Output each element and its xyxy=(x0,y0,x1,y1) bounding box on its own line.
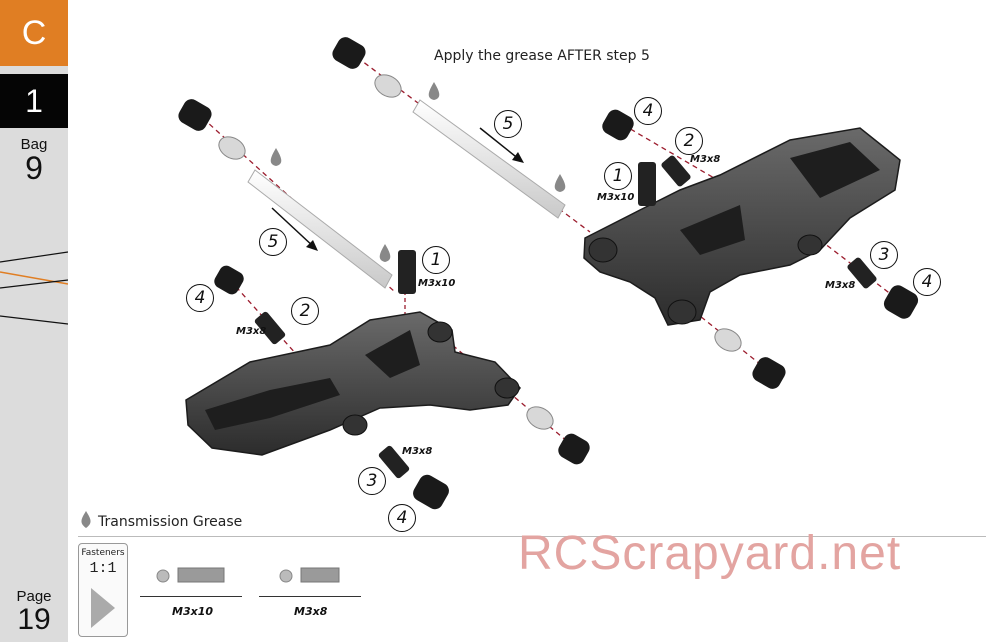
fastener-m3x10-icon xyxy=(156,567,225,583)
left-callout-4a: 4 xyxy=(186,284,214,312)
left-hinge-pin xyxy=(247,169,393,289)
right-hinge-pin xyxy=(412,99,566,219)
right-nut-hinge xyxy=(602,109,634,141)
right-setscrew-m3x8-b xyxy=(847,257,877,289)
right-setscrew-m3x8-a xyxy=(661,155,691,187)
fastener-m3x8-icon xyxy=(279,567,340,583)
play-triangle-icon xyxy=(91,588,115,628)
left-setscrew-m3x8-a xyxy=(254,311,286,345)
right-spacer-top xyxy=(374,74,402,98)
right-setscrew-m3x10 xyxy=(638,162,656,206)
left-callout-4b: 4 xyxy=(388,504,416,532)
right-nut-bottom xyxy=(752,357,786,389)
left-arm-assembly xyxy=(178,99,590,510)
instruction-note: Apply the grease AFTER step 5 xyxy=(434,48,650,64)
right-callout-4b: 4 xyxy=(913,268,941,296)
right-callout-4a: 4 xyxy=(634,97,662,125)
left-spacer-top xyxy=(218,136,246,160)
watermark: RCScrapyard.net xyxy=(518,527,902,580)
fastener-m3x8-label: M3x8 xyxy=(294,605,328,618)
right-label-m3x8-b: M3x8 xyxy=(825,280,856,291)
right-insert-arrow xyxy=(479,127,521,161)
left-arm-inner-bushing xyxy=(427,321,453,343)
right-arm-assembly xyxy=(332,37,919,389)
sidebar-decor-lines xyxy=(0,251,68,325)
left-nut-hinge xyxy=(214,265,244,295)
right-grease-drop-2 xyxy=(554,174,566,192)
left-spacer-outer xyxy=(526,406,554,430)
left-arm-center-cutout xyxy=(365,330,420,378)
right-grease-drop-1 xyxy=(428,82,440,100)
exploded-assembly-diagram xyxy=(178,37,919,510)
right-insert-arrowhead xyxy=(512,152,524,163)
left-nut-outer xyxy=(558,433,590,465)
left-arm-outer-bushing xyxy=(494,377,520,399)
fastener-m3x10-label: M3x10 xyxy=(172,605,214,618)
right-nut-outer xyxy=(883,285,919,319)
right-callout-3: 3 xyxy=(870,241,898,269)
left-callout-1: 1 xyxy=(422,246,450,274)
right-arm-outer-bushing xyxy=(667,299,697,325)
right-callout-1: 1 xyxy=(604,162,632,190)
left-grease-drop-1 xyxy=(270,148,282,166)
left-arm-hinge-bushing xyxy=(342,414,368,436)
fasteners-title: Fasteners xyxy=(81,548,125,558)
legend-divider xyxy=(78,536,986,537)
left-grease-drop-2 xyxy=(379,244,391,262)
left-setscrew-m3x8-b xyxy=(378,445,410,479)
right-callout-2: 2 xyxy=(675,127,703,155)
bag-label: Bag xyxy=(20,136,48,153)
left-insert-arrowhead xyxy=(306,240,318,251)
bag-number: 9 xyxy=(25,150,43,186)
fasteners-scale: 1:1 xyxy=(89,560,117,577)
left-label-m3x10: M3x10 xyxy=(418,278,456,289)
right-callout-5: 5 xyxy=(494,110,522,138)
grease-drop-icon xyxy=(81,511,91,528)
page-number: 19 xyxy=(17,603,51,636)
right-label-m3x10: M3x10 xyxy=(597,192,635,203)
left-insert-arrow xyxy=(271,207,316,249)
sidebar: C 1 Bag 9 Page 19 xyxy=(0,0,68,642)
page-label: Page xyxy=(16,588,52,605)
left-arm-cutout xyxy=(205,378,340,430)
right-arm-inner-bushing xyxy=(588,237,618,263)
grease-legend-label: Transmission Grease xyxy=(98,514,243,530)
fastener-m3x10-underline xyxy=(140,596,242,597)
right-spacer-outer xyxy=(714,328,742,352)
left-label-m3x8-a: M3x8 xyxy=(236,326,267,337)
right-arm-center-cutout xyxy=(680,205,745,255)
step-tab: 1 xyxy=(0,74,68,128)
left-callout-3: 3 xyxy=(358,467,386,495)
fasteners-box: Fasteners 1:1 xyxy=(78,543,128,637)
fastener-m3x8-underline xyxy=(259,596,361,597)
left-setscrew-m3x10 xyxy=(398,250,416,294)
left-nut-bottom xyxy=(413,474,449,510)
left-callout-5: 5 xyxy=(259,228,287,256)
section-tab: C xyxy=(0,0,68,66)
left-label-m3x8-b: M3x8 xyxy=(402,446,433,457)
right-label-m3x8-a: M3x8 xyxy=(690,154,721,165)
right-nut-top xyxy=(332,37,366,69)
right-arm-hinge-bushing xyxy=(797,234,823,256)
right-arm-cutout xyxy=(790,142,880,198)
left-callout-2: 2 xyxy=(291,297,319,325)
left-nut-top xyxy=(178,99,212,131)
